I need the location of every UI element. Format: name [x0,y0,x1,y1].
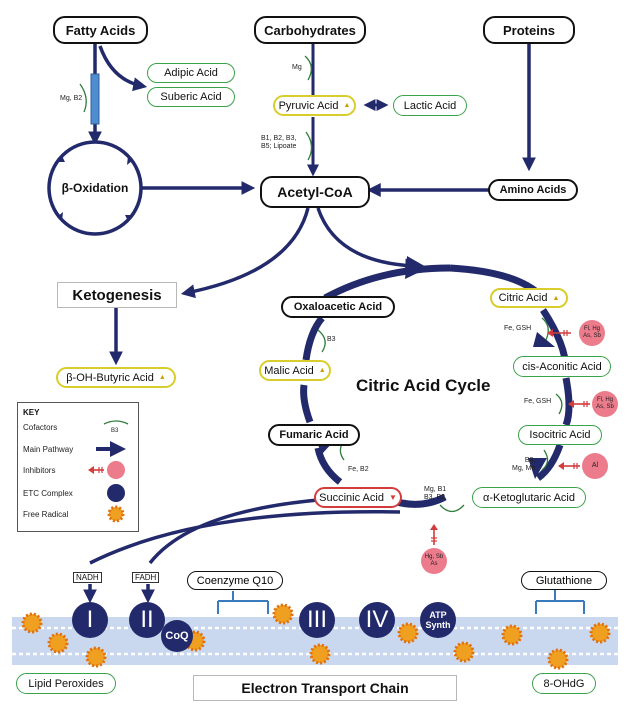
yellow-marker-icon: ▲ [318,367,326,374]
cofactor-fe-gsh-citric: Fe, GSH [504,325,532,332]
succinic-acid-marker: Succinic Acid ▼ [314,487,402,508]
key-title: KEY [23,408,40,417]
pyruvic-acid-label: Pyruvic Acid [278,99,339,112]
cofactor-fe-gsh-aconitic: Fe, GSH [524,398,552,405]
nadh-label: NADH [73,572,102,583]
cofactor-line: B1, B2, B3, [261,135,297,142]
malic-acid-marker: Malic Acid ▲ [259,360,331,381]
key-cofactor-sample: B3 [111,428,119,434]
proteins-node: Proteins [483,16,575,44]
coq-complex: CoQ [161,620,193,652]
carbohydrates-node: Carbohydrates [254,16,366,44]
electron-transport-chain-title: Electron Transport Chain [193,675,457,701]
citric-acid-cycle-title: Citric Acid Cycle [356,376,491,395]
inhibitor-arrows [430,329,590,545]
carbohydrate-pathway [304,44,389,177]
beta-oh-butyric-acid-marker: β-OH-Butyric Acid ▲ [56,367,176,388]
yellow-marker-icon: ▲ [158,374,166,381]
cis-aconitic-acid-marker: cis-Aconitic Acid [513,356,611,377]
complex-i: I [72,602,108,638]
cofactor-mg-b2: Mg, B2 [60,95,83,102]
adipic-acid-marker: Adipic Acid [147,63,235,83]
coenzyme-q10-node: Coenzyme Q10 [187,571,283,590]
cofactor-line: B3, [524,457,536,464]
inhibitor-line: Fl, Hg [596,397,613,404]
key-main-pathway: Main Pathway [23,445,74,454]
yellow-marker-icon: ▲ [552,294,560,302]
protein-pathway [366,44,536,197]
inhibitor-line: As [430,561,438,567]
succinic-acid-label: Succinic Acid [319,491,384,504]
inhibitor-line: As, Sb [596,404,614,410]
membrane-brackets [217,590,585,614]
yellow-marker-icon: ▲ [343,102,351,109]
fatty-acids-node: Fatty Acids [53,16,148,44]
8-ohdg-marker: 8-OHdG [532,673,596,694]
acetyl-coa-node: Acetyl-CoA [260,176,370,208]
cofactor-pyruvate-dehydrogenase: B1, B2, B3,B5; Lipoate [261,135,296,152]
cofactor-b3-malic: B3 [327,336,336,343]
pyruvic-acid-marker: Pyruvic Acid ▲ [273,95,356,116]
beta-oh-butyric-label: β-OH-Butyric Acid [66,371,154,384]
cofactor-fe-b2: Fe, B2 [348,466,369,473]
electron-carrier-paths [83,498,401,604]
cofactor-b3-mg-mn: B3,Mg, Mn [512,457,535,474]
alpha-ketoglutaric-acid-marker: α-Ketoglutaric Acid [472,487,586,508]
atp-line: ATP [429,610,447,620]
oxaloacetic-acid-node: Oxaloacetic Acid [281,296,395,318]
inhibitor-isocitric: Al [582,453,608,479]
beta-oxidation-label: β-Oxidation [61,181,129,195]
key-cofactors: Cofactors [23,423,58,432]
cofactor-mg: Mg [292,64,302,71]
cofactor-line: Mg, Mn [512,465,536,473]
fatty-acid-pathway [79,44,148,146]
key-free-radical: Free Radical [23,510,69,519]
complex-ii: II [129,602,165,638]
cofactor-line: B3, B2 [424,494,446,502]
complex-iii: III [299,602,335,638]
citric-acid-label: Citric Acid [498,292,548,304]
cofactor-line: Mg, B1 [424,486,447,493]
complex-iv: IV [359,602,395,638]
suberic-acid-marker: Suberic Acid [147,87,235,107]
cycle-cofactor-arcs [317,317,563,513]
fumaric-acid-node: Fumaric Acid [268,424,360,446]
acetyl-coa-branches [109,207,420,366]
citric-acid-marker: Citric Acid ▲ [490,288,568,308]
key-inhibitors: Inhibitors [23,466,56,475]
red-marker-icon: ▼ [388,493,397,502]
fadh-label: FADH [132,572,160,583]
atp-line: Synth [425,620,451,630]
cofactor-line: B5; Lipoate [261,143,297,151]
lipid-peroxides-marker: Lipid Peroxides [16,673,116,694]
legend-key: KEY Cofactors B3 Main Pathway Inhibitors… [17,402,139,532]
inhibitor-line: Fl, Hg [583,326,600,333]
glutathione-node: Glutathione [521,571,607,590]
lactic-acid-marker: Lactic Acid [393,95,467,116]
key-etc-complex: ETC Complex [23,489,73,498]
malic-acid-label: Malic Acid [264,364,314,377]
inhibitor-line: Hg, Sb [424,554,444,561]
ketogenesis-label: Ketogenesis [57,282,177,308]
amino-acids-node: Amino Acids [488,179,578,201]
inhibitor-line: As, Sb [583,333,601,339]
isocitric-acid-marker: Isocitric Acid [518,425,602,445]
